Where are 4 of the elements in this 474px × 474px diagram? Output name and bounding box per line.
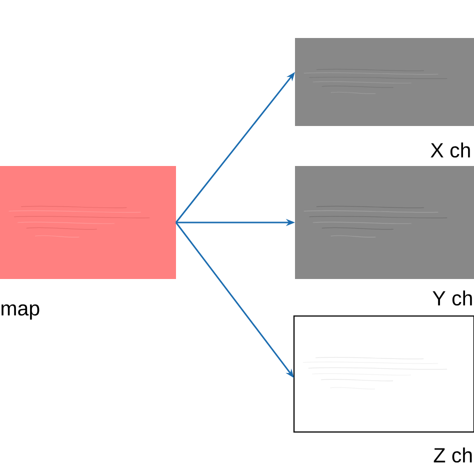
image-caption: X ch xyxy=(430,142,470,158)
image-caption: Y ch xyxy=(432,290,472,306)
image-caption: Z ch xyxy=(434,447,472,463)
image-caption: map xyxy=(2,304,40,320)
